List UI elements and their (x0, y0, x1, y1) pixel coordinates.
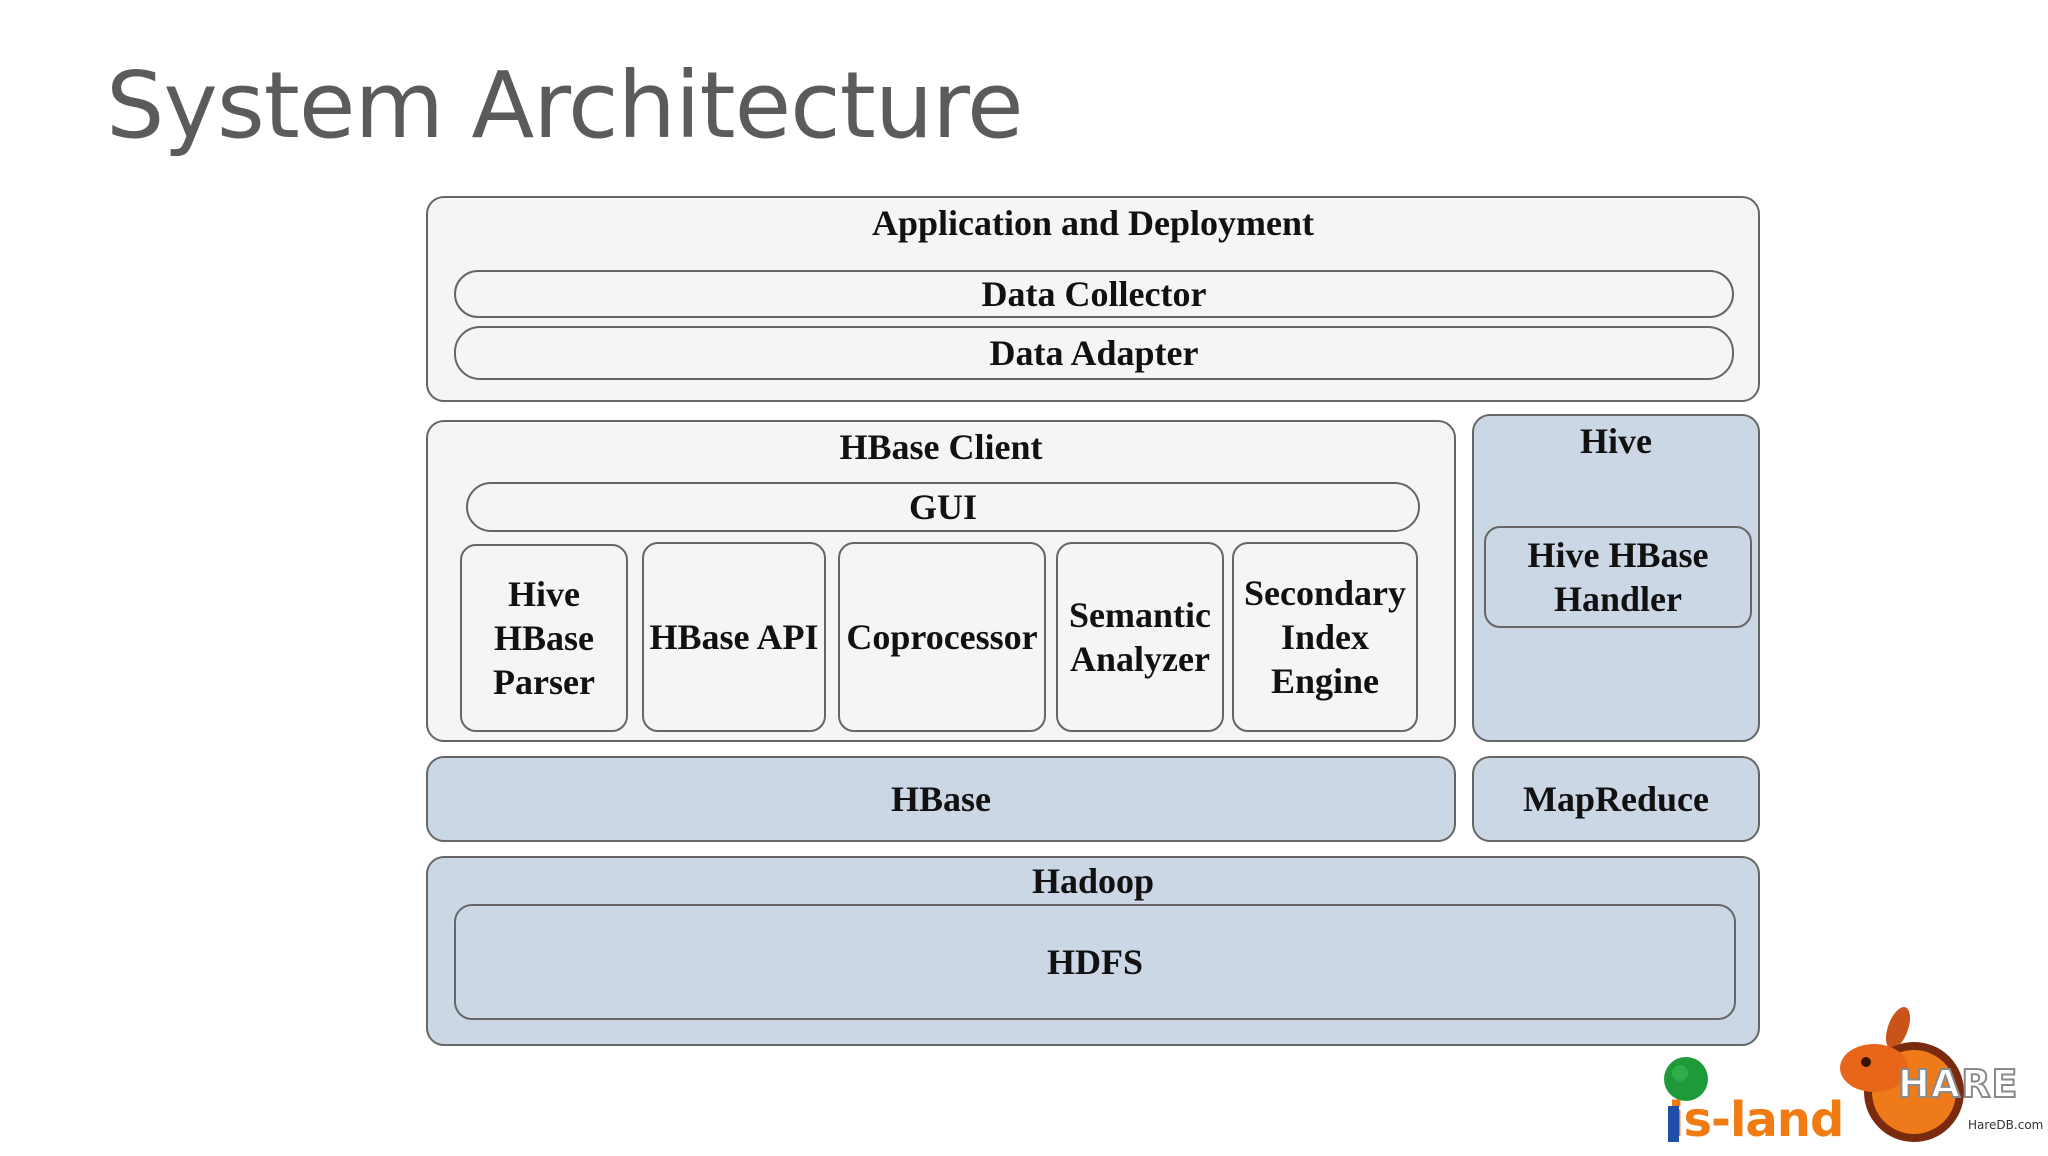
app-deployment-layer: Application and Deployment Data Collecto… (426, 196, 1760, 402)
semantic-analyzer-box: Semantic Analyzer (1056, 542, 1224, 732)
hbase-layer: HBase (426, 756, 1456, 842)
island-logo-graphic (1664, 1057, 1708, 1101)
slide-title: System Architecture (106, 52, 1024, 159)
hive-hbase-handler-box: Hive HBase Handler (1484, 526, 1752, 628)
hive-hbase-parser-box: Hive HBase Parser (460, 544, 628, 732)
hbase-client-layer: HBase Client GUI Hive HBase Parser HBase… (426, 420, 1456, 742)
hare-logo-text: HARE (1897, 1061, 2019, 1107)
hbase-client-title: HBase Client (839, 427, 1043, 467)
hare-logo: HARE HareDB.com (1836, 1006, 2046, 1152)
app-deployment-title: Application and Deployment (871, 203, 1315, 243)
hive-hbase-parser-label: Hive HBase Parser (493, 574, 595, 702)
hbase-label: HBase (890, 779, 991, 819)
hdfs-label: HDFS (1046, 942, 1143, 982)
island-logo-text: is-land (1668, 1092, 1844, 1148)
island-logo: is-land (1652, 1054, 1852, 1148)
hive-hbase-handler-label: Hive HBase Handler (1527, 535, 1709, 619)
data-adapter-label: Data Adapter (989, 333, 1199, 373)
data-adapter-box: Data Adapter (454, 326, 1734, 380)
gui-label: GUI (908, 487, 977, 527)
hare-rabbit-icon (1840, 1007, 1964, 1142)
mapreduce-layer: MapReduce (1472, 756, 1760, 842)
secondary-index-engine-label: Secondary Index Engine (1244, 573, 1406, 701)
coprocessor-label: Coprocessor (846, 617, 1038, 657)
hive-title: Hive (1580, 421, 1652, 461)
gui-box: GUI (466, 482, 1420, 532)
hadoop-title: Hadoop (1031, 861, 1155, 901)
data-collector-label: Data Collector (981, 274, 1207, 314)
hare-site-text: HareDB.com (1968, 1118, 2044, 1132)
mapreduce-label: MapReduce (1523, 779, 1709, 819)
secondary-index-engine-box: Secondary Index Engine (1232, 542, 1418, 732)
hbase-api-label: HBase API (649, 617, 819, 657)
coprocessor-box: Coprocessor (838, 542, 1046, 732)
data-collector-box: Data Collector (454, 270, 1734, 318)
hive-layer: Hive Hive HBase Handler (1472, 414, 1760, 742)
semantic-analyzer-label: Semantic Analyzer (1069, 595, 1211, 679)
hdfs-box: HDFS (454, 904, 1736, 1020)
hbase-api-box: HBase API (642, 542, 826, 732)
hadoop-layer: Hadoop HDFS (426, 856, 1760, 1046)
